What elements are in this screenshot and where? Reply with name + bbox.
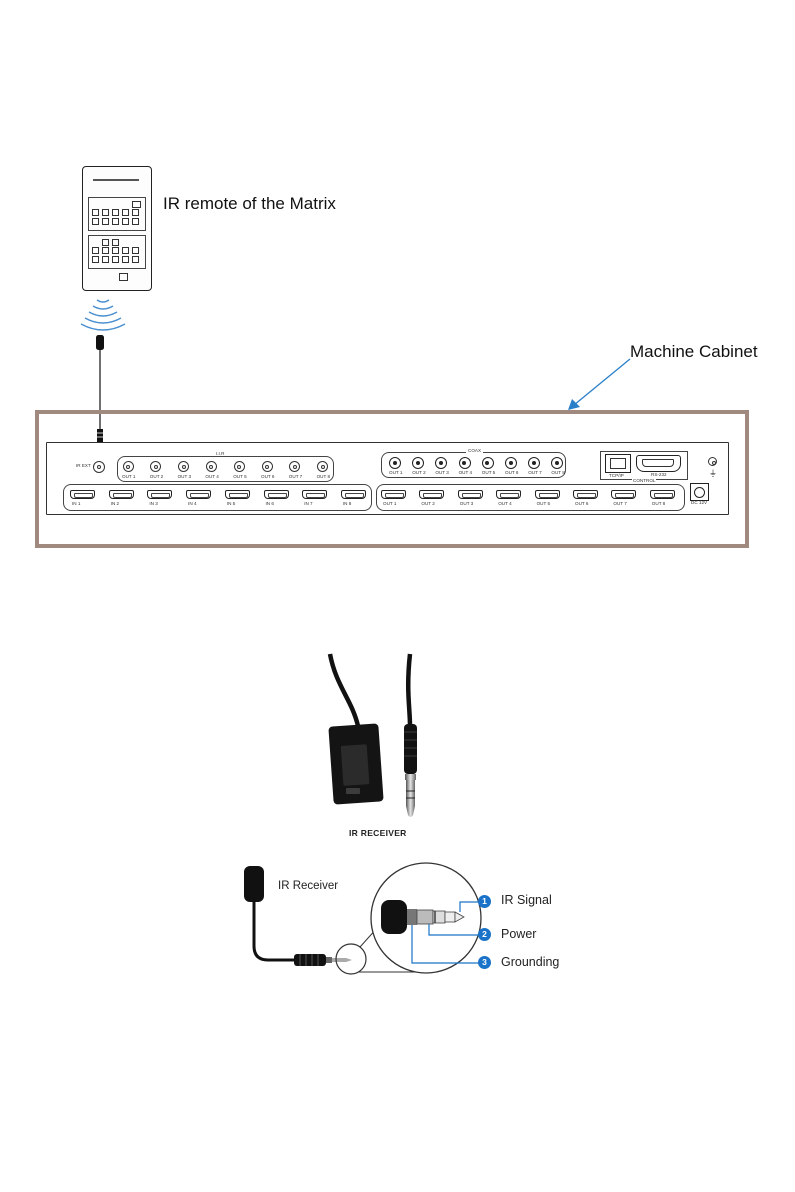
ir-group-label: I.I.R: [214, 451, 227, 456]
hdmi-out-label-1: OUT 1: [383, 501, 397, 506]
coax-out-label-7: OUT 7: [528, 470, 542, 475]
ir-out-label-4: OUT 4: [205, 474, 219, 479]
ir-out-port-7: [289, 461, 301, 472]
hdmi-in-label-7: IN 7: [304, 501, 313, 506]
coax-out-port-7: [528, 457, 541, 469]
hdmi-out-label-3: OUT 3: [459, 501, 474, 506]
ir-out-label-1: OUT 1: [122, 474, 136, 479]
ir-ext-port: [93, 461, 105, 473]
power-label: DC 12V: [691, 500, 708, 505]
control-label: CONTROL: [632, 478, 657, 483]
coax-out-label-2: OUT 2: [412, 470, 426, 475]
hdmi-in-port-1: [70, 490, 95, 499]
coax-out-label-4: OUT 4: [458, 470, 473, 475]
hdmi-out-label-5: OUT 5: [536, 501, 551, 506]
coax-out-port-1: [389, 457, 401, 469]
hdmi-out-port-6: [573, 490, 598, 499]
callout-label-ir-signal: IR Signal: [501, 893, 552, 907]
hdmi-in-label-4: IN 4: [188, 501, 197, 506]
hdmi-out-label-4: OUT 4: [498, 501, 512, 506]
callout-label-grounding: Grounding: [501, 955, 560, 969]
coax-out-port-3: [435, 457, 448, 469]
dc-power-jack: [690, 483, 709, 501]
hdmi-out-port-8: [649, 490, 675, 499]
coax-out-port-6: [505, 457, 517, 469]
coax-out-port-4: [458, 457, 471, 469]
hdmi-in-port-2: [108, 490, 134, 499]
ir-out-label-6: OUT 6: [261, 474, 275, 479]
hdmi-out-port-7: [611, 490, 637, 499]
hdmi-out-port-3: [457, 490, 483, 499]
ground-icon: ⏚: [709, 469, 717, 478]
hdmi-input-group: [63, 484, 372, 511]
rs232-port: [636, 455, 681, 472]
remote-button-block-bottom: [88, 235, 146, 269]
tcpip-port: [605, 454, 631, 473]
ir-waves-icon: [80, 299, 126, 331]
ir-receiver-photo: [327, 653, 417, 817]
ir-out-label-7: OUT 7: [288, 474, 303, 479]
hdmi-in-label-6: IN 6: [265, 501, 274, 506]
ir-out-label-8: OUT 8: [316, 474, 331, 479]
ir-out-label-3: OUT 3: [177, 474, 192, 479]
hdmi-out-label-2: OUT 2: [421, 501, 435, 506]
coax-out-port-8: [551, 457, 564, 469]
hdmi-in-label-5: IN 5: [226, 501, 236, 506]
cabinet-arrow-icon: [568, 358, 631, 410]
hdmi-output-group: [376, 484, 685, 511]
ir-out-port-5: [233, 461, 245, 472]
hdmi-out-label-7: OUT 7: [613, 501, 627, 506]
coax-group-label: COAX: [466, 448, 484, 453]
hdmi-in-label-2: IN 2: [110, 501, 120, 506]
coax-out-label-5: OUT 5: [481, 470, 496, 475]
coax-out-port-2: [412, 457, 425, 469]
ir-ext-label: IR EXT: [76, 463, 91, 468]
photo-caption: IR RECEIVER: [349, 828, 407, 838]
ir-remote: [82, 166, 152, 291]
coax-out-port-5: [481, 457, 494, 469]
hdmi-out-label-6: OUT 6: [575, 501, 589, 506]
remote-button-block-top: [88, 197, 146, 231]
hdmi-out-port-4: [496, 490, 522, 499]
hdmi-in-label-8: IN 8: [342, 501, 352, 506]
ir-out-port-8: [317, 461, 329, 472]
callout-label-power: Power: [501, 927, 537, 941]
ground-screw: [708, 457, 717, 466]
hdmi-in-port-5: [224, 490, 250, 499]
ir-out-port-6: [261, 461, 273, 472]
ir-out-port-2: [150, 461, 162, 472]
ir-output-group: [117, 456, 334, 482]
hdmi-in-port-3: [147, 490, 173, 499]
remote-brand-text: [93, 179, 139, 181]
hdmi-in-port-8: [340, 490, 366, 499]
tcpip-label: TCP/IP: [609, 473, 624, 478]
hdmi-out-port-5: [534, 490, 560, 499]
ir-out-label-2: OUT 2: [149, 474, 164, 479]
ir-out-port-3: [178, 461, 190, 472]
ir-out-port-1: [122, 461, 134, 472]
receiver-label: IR Receiver: [278, 880, 339, 892]
callout-badge-3: 3: [478, 956, 491, 969]
hdmi-out-port-1: [381, 490, 406, 499]
coax-out-label-8: OUT 8: [551, 470, 565, 475]
hdmi-in-label-3: IN 3: [149, 501, 158, 506]
coax-out-label-6: OUT 6: [505, 470, 519, 475]
cabinet-label: Machine Cabinet: [630, 342, 758, 361]
hdmi-in-port-4: [186, 490, 212, 499]
remote-label: IR remote of the Matrix: [163, 194, 336, 213]
machine-cabinet: [35, 410, 749, 548]
ir-out-port-4: [205, 461, 217, 472]
hdmi-in-port-6: [263, 490, 289, 499]
callout-badge-1: 1: [478, 895, 491, 908]
hdmi-in-port-7: [302, 490, 328, 499]
rs232-label: RS-232: [651, 472, 667, 477]
ir-out-label-5: OUT 5: [233, 474, 247, 479]
jack-pinout-diagram: [244, 862, 482, 975]
hdmi-out-port-2: [419, 490, 445, 499]
hdmi-in-label-1: IN 1: [72, 501, 81, 506]
callout-badge-2: 2: [478, 928, 491, 941]
coax-out-label-1: OUT 1: [389, 470, 403, 475]
hdmi-out-label-8: OUT 8: [651, 501, 666, 506]
coax-out-label-3: OUT 3: [435, 470, 449, 475]
